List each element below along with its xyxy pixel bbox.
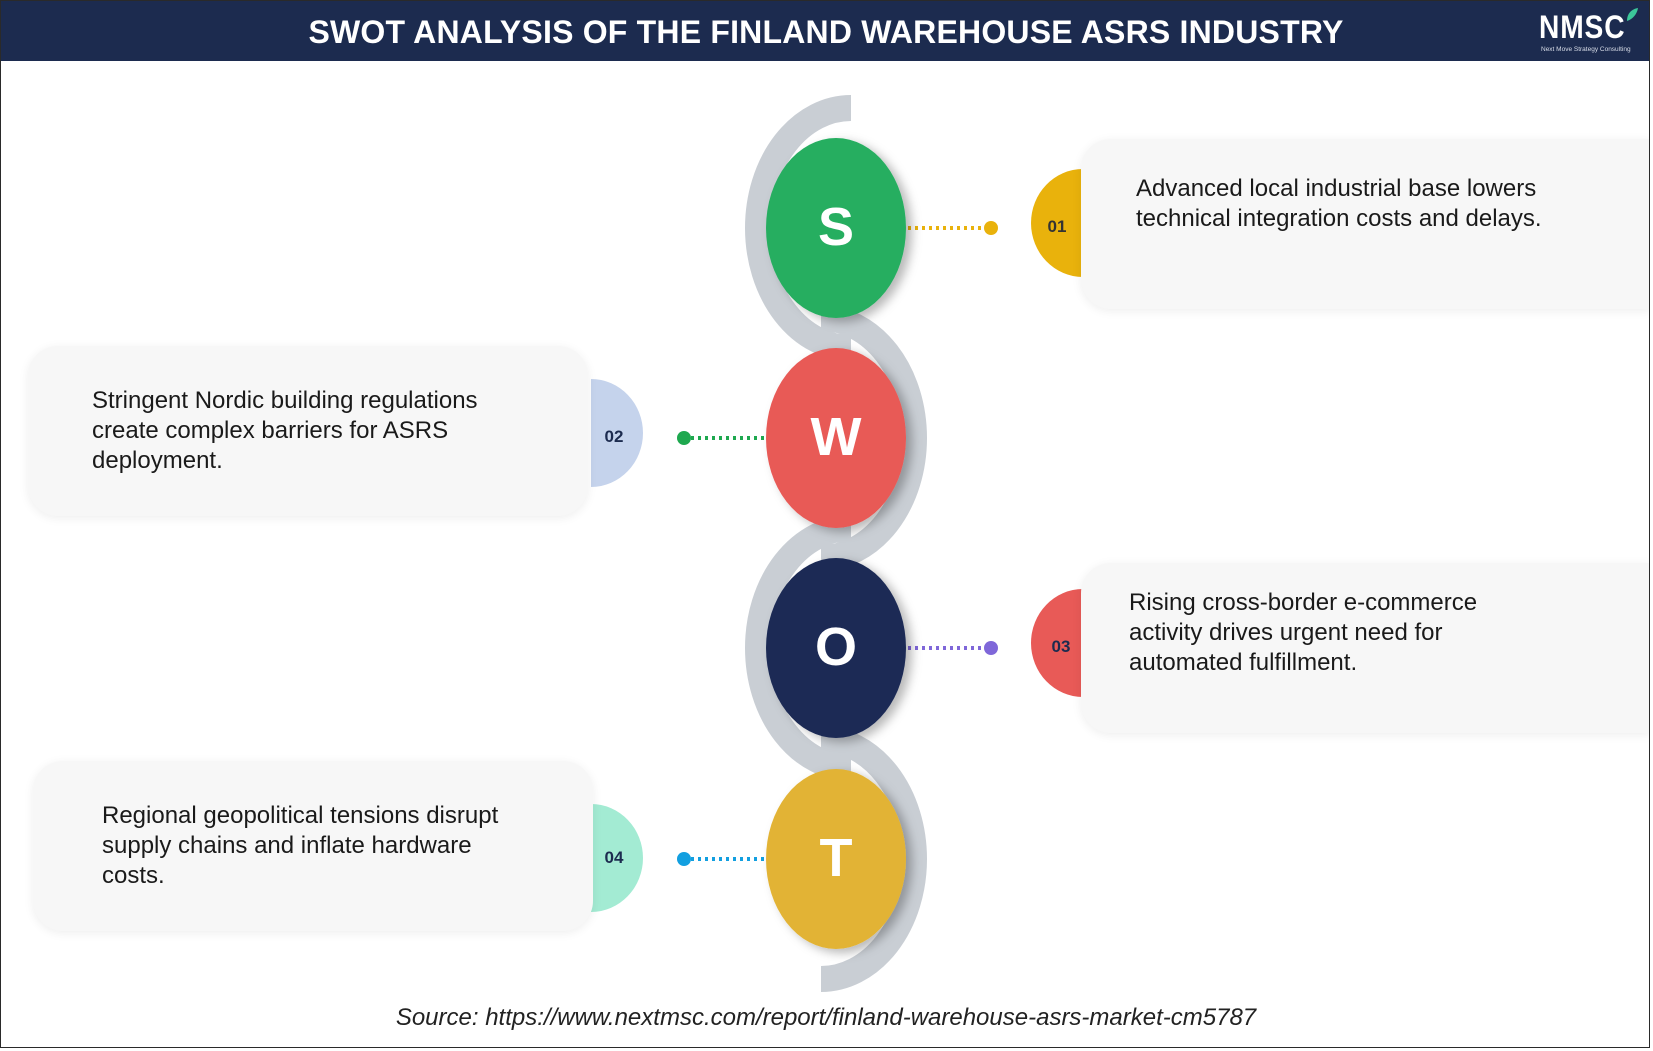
swot-circle-w	[766, 348, 906, 528]
connector-dot	[677, 431, 691, 445]
logo-tagline: Next Move Strategy Consulting	[1541, 46, 1631, 53]
swot-card-04	[33, 761, 593, 931]
swot-circle-t	[766, 769, 906, 949]
number-tab-02	[591, 379, 643, 487]
header-bar: SWOT ANALYSIS OF THE FINLAND WAREHOUSE A…	[1, 1, 1649, 61]
spine-curve	[745, 95, 927, 992]
spine-segment	[820, 305, 927, 571]
nmsc-logo: NMSC Next Move Strategy Consulting	[1537, 7, 1641, 57]
swot-number: 03	[1051, 637, 1071, 656]
swot-card-01	[1081, 139, 1649, 309]
swot-letter: W	[810, 407, 862, 467]
swot-card-03	[1081, 563, 1649, 733]
page-title: SWOT ANALYSIS OF THE FINLAND WAREHOUSE A…	[308, 14, 1344, 50]
swot-letter: T	[819, 828, 853, 888]
swot-card-text: Rising cross-border e-commerce activity …	[1129, 589, 1478, 676]
swot-letter: S	[817, 197, 855, 257]
swot-card-text: Stringent Nordic building regulations cr…	[92, 387, 478, 474]
number-tab-03	[1031, 589, 1083, 697]
swot-letter: O	[814, 617, 857, 677]
connector-dot	[677, 852, 691, 866]
swot-number: 02	[604, 427, 624, 446]
swot-card-text: Advanced local industrial base lowers te…	[1136, 175, 1542, 232]
leaf-icon	[1627, 8, 1638, 21]
connector-dot	[984, 641, 998, 655]
swot-number: 04	[604, 848, 624, 867]
swot-card-02	[28, 346, 588, 516]
swot-circle-o	[766, 558, 906, 738]
number-tab-01	[1031, 169, 1083, 277]
source-citation: Source: https://www.nextmsc.com/report/f…	[395, 1004, 1257, 1031]
swot-number: 01	[1047, 217, 1067, 236]
logo-text: NMSC	[1539, 9, 1626, 45]
spine-segment	[820, 726, 927, 992]
number-tab-04	[591, 804, 643, 912]
swot-circle-s	[766, 138, 906, 318]
swot-card-text: Regional geopolitical tensions disrupt s…	[102, 802, 499, 889]
spine-segment	[745, 95, 852, 361]
connector-dot	[984, 221, 998, 235]
spine-segment	[745, 515, 852, 781]
